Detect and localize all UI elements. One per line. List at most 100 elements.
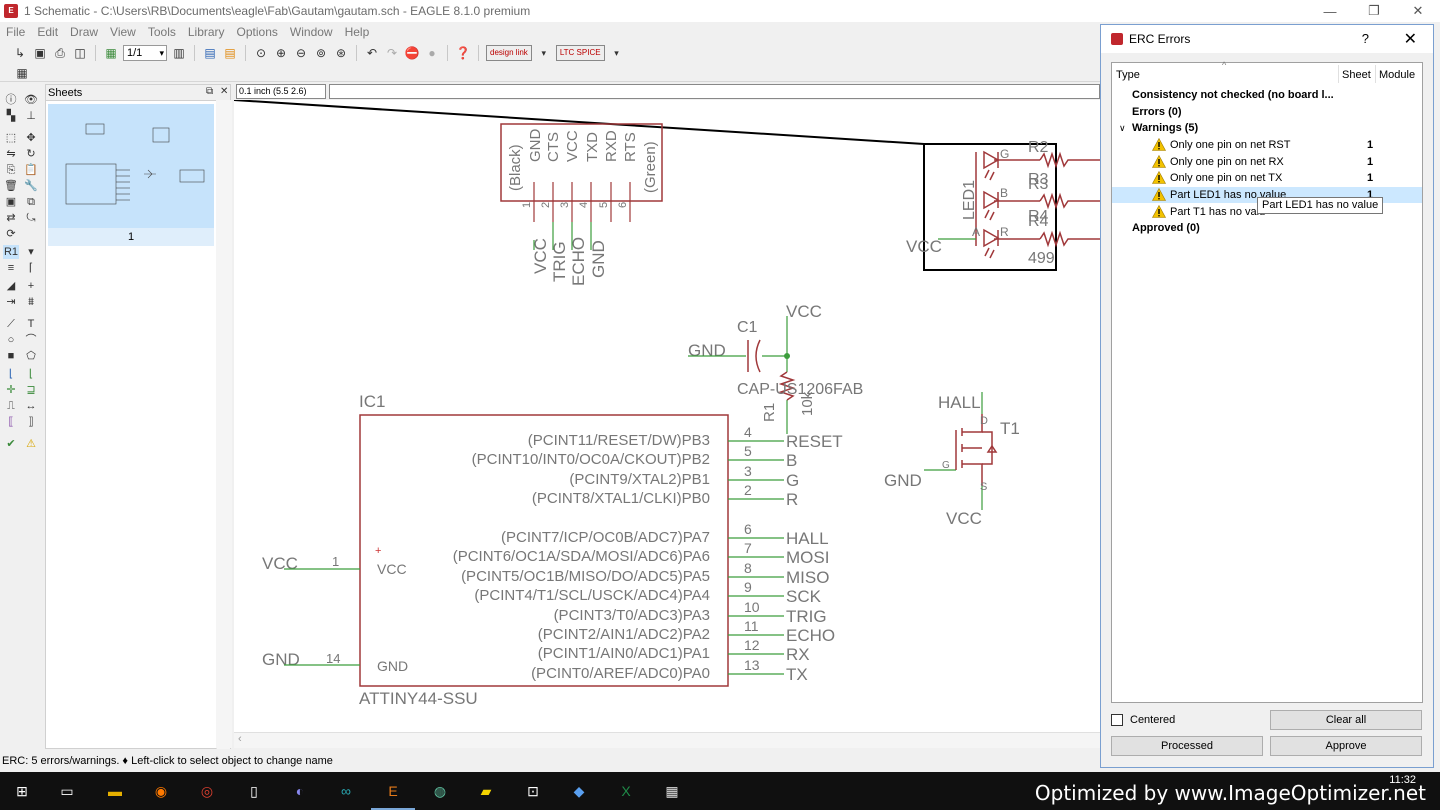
split-icon[interactable]: ⟳ [6, 228, 16, 240]
warning-item[interactable]: Part T1 has no valu [1112, 204, 1422, 220]
menu-draw[interactable]: Draw [70, 25, 99, 39]
pinswap-icon[interactable]: ⇄ [6, 212, 16, 224]
paste-icon[interactable]: 📋 [24, 164, 38, 176]
show-icon[interactable]: 👁 [24, 94, 38, 106]
junction-icon[interactable]: ✛ [6, 384, 16, 396]
circle-icon[interactable]: ○ [7, 334, 15, 346]
rect-icon[interactable]: ■ [7, 350, 15, 362]
approved-row[interactable]: Approved (0) [1112, 220, 1422, 236]
menu-help[interactable]: Help [344, 25, 370, 39]
chevron-down-icon[interactable]: ∨ [1119, 123, 1126, 133]
warning-item[interactable]: Only one pin on net RST 1 [1112, 137, 1422, 153]
module-icon[interactable]: ⟦ [8, 416, 14, 428]
canvas-horizontal-scrollbar[interactable]: ‹ [234, 732, 1100, 748]
board-icon[interactable]: ▤ [204, 46, 216, 60]
menu-view[interactable]: View [110, 25, 136, 39]
app-window-icon[interactable]: ⊡ [527, 782, 539, 799]
header-component[interactable]: (Black) GND CTS VCC TXD RXD RTS (Green) … [500, 123, 663, 286]
ulp-icon[interactable]: ▤ [224, 46, 236, 60]
help-button[interactable]: ? [1361, 31, 1369, 46]
grid-icon[interactable]: ▦ [16, 66, 28, 80]
warnings-row[interactable]: ∨ Warnings (5) [1112, 120, 1422, 136]
invoke-icon[interactable]: ⇥ [6, 296, 16, 308]
maximize-button[interactable]: ❐ [1368, 3, 1380, 18]
warning-item[interactable]: Only one pin on net TX 1 [1112, 170, 1422, 186]
cam-icon[interactable]: ◫ [74, 46, 86, 60]
line-icon[interactable]: ⟋ [7, 318, 15, 330]
menu-library[interactable]: Library [187, 25, 225, 39]
close-dialog-button[interactable]: ✕ [1403, 31, 1417, 48]
menu-options[interactable]: Options [236, 25, 278, 39]
led-resistor-group[interactable]: R2 R3 R4 R3 R4 [906, 139, 1100, 271]
eagle-taskbar-icon[interactable]: E [371, 779, 415, 810]
wrench-icon[interactable]: 🔧 [24, 180, 38, 192]
replace-icon[interactable]: ▣ [5, 196, 17, 208]
rotate-icon[interactable]: ↻ [26, 148, 36, 160]
close-icon[interactable]: ✕ [220, 86, 229, 97]
consistency-row[interactable]: Consistency not checked (no board l... [1112, 87, 1422, 103]
open-icon[interactable]: ↳ [14, 46, 26, 60]
app-icon[interactable]: ◍ [433, 782, 447, 799]
processed-button[interactable]: Processed [1111, 736, 1263, 756]
excel-icon[interactable]: X [621, 783, 631, 799]
chevron-down-icon[interactable]: ▾ [541, 47, 547, 58]
net-icon[interactable]: ⌊ [28, 368, 34, 380]
menu-window[interactable]: Window [289, 25, 333, 39]
warning-item[interactable]: Only one pin on net RX 1 [1112, 154, 1422, 170]
eclipse-icon[interactable]: ◐ [295, 783, 305, 799]
calculator-icon[interactable]: ▦ [665, 782, 679, 799]
schematic-canvas[interactable]: (Black) GND CTS VCC TXD RXD RTS (Green) … [234, 100, 1100, 732]
errors-icon[interactable]: ⚠ [26, 438, 36, 450]
scroll-left-arrow[interactable]: ‹ [238, 733, 242, 745]
column-type[interactable]: Type [1116, 69, 1140, 81]
task-view-icon[interactable]: ▭ [60, 782, 74, 799]
column-sheet[interactable]: Sheet [1342, 69, 1371, 81]
port-icon[interactable]: ⟧ [28, 416, 34, 428]
smash-icon[interactable]: ⤿ [26, 212, 36, 224]
checkbox-box[interactable] [1111, 714, 1123, 726]
capacitor-c1[interactable]: C1 GND VCC CAP-US1206FAB R1 [688, 302, 863, 434]
menu-tools[interactable]: Tools [147, 25, 176, 39]
chrome-icon[interactable]: ◎ [200, 782, 214, 799]
canvas-vertical-scrollbar[interactable] [216, 100, 232, 748]
bus-icon[interactable]: ⩩ [28, 296, 34, 308]
transistor-t1[interactable]: HALL T1 GND VCC G [884, 392, 1020, 528]
errors-row[interactable]: Errors (0) [1112, 104, 1422, 120]
close-window-button[interactable]: ✕ [1412, 3, 1424, 18]
optimize-icon[interactable]: ◢ [6, 280, 16, 292]
file-explorer-icon[interactable]: ▬ [108, 783, 122, 799]
menu-file[interactable]: File [6, 25, 26, 39]
copy-icon[interactable]: ⎘ [6, 164, 16, 176]
attribute-icon[interactable]: ⎍ [7, 400, 15, 412]
zoom-out-icon[interactable]: ⊖ [295, 46, 307, 60]
undo-icon[interactable]: ↶ [366, 46, 378, 60]
select-icon[interactable]: ⬚ [5, 132, 17, 144]
designlink-button[interactable]: design link [486, 45, 532, 61]
sticky-notes-icon[interactable]: ▰ [480, 782, 492, 799]
menu-edit[interactable]: Edit [37, 25, 59, 39]
start-icon[interactable]: ⊞ [16, 782, 28, 799]
sheet-select[interactable]: 1/1 [123, 45, 167, 61]
ic-attiny44[interactable]: IC1 ATTINY44-SSU VCC GND 1 14 VCC GND + … [262, 392, 843, 708]
zoom-redraw-icon[interactable]: ⊚ [315, 46, 327, 60]
move-icon[interactable]: ✥ [26, 132, 36, 144]
approve-button[interactable]: Approve [1270, 736, 1422, 756]
name-icon[interactable]: R1 [3, 245, 19, 259]
miter-icon[interactable]: ⌈ [28, 262, 34, 274]
save-icon[interactable]: ▣ [34, 46, 46, 60]
go-icon[interactable]: ● [428, 46, 436, 60]
clear-all-button[interactable]: Clear all [1270, 710, 1422, 730]
column-divider[interactable] [1375, 65, 1376, 83]
erc-icon[interactable]: ✔ [6, 438, 16, 450]
dimension-icon[interactable]: ↔ [25, 400, 37, 412]
zoom-in-icon[interactable]: ⊕ [275, 46, 287, 60]
add-icon[interactable]: + [27, 280, 35, 292]
script-icon[interactable]: ▥ [173, 46, 185, 60]
mark-icon[interactable]: ⊥ [26, 110, 36, 122]
column-module[interactable]: Module [1379, 69, 1416, 81]
redo-icon[interactable]: ↷ [386, 46, 398, 60]
sheet-thumbnail[interactable]: 1 [48, 104, 214, 246]
centered-checkbox[interactable]: Centered [1111, 714, 1175, 726]
help-icon[interactable]: ❓ [455, 46, 471, 60]
document-icon[interactable]: ▯ [250, 782, 258, 799]
